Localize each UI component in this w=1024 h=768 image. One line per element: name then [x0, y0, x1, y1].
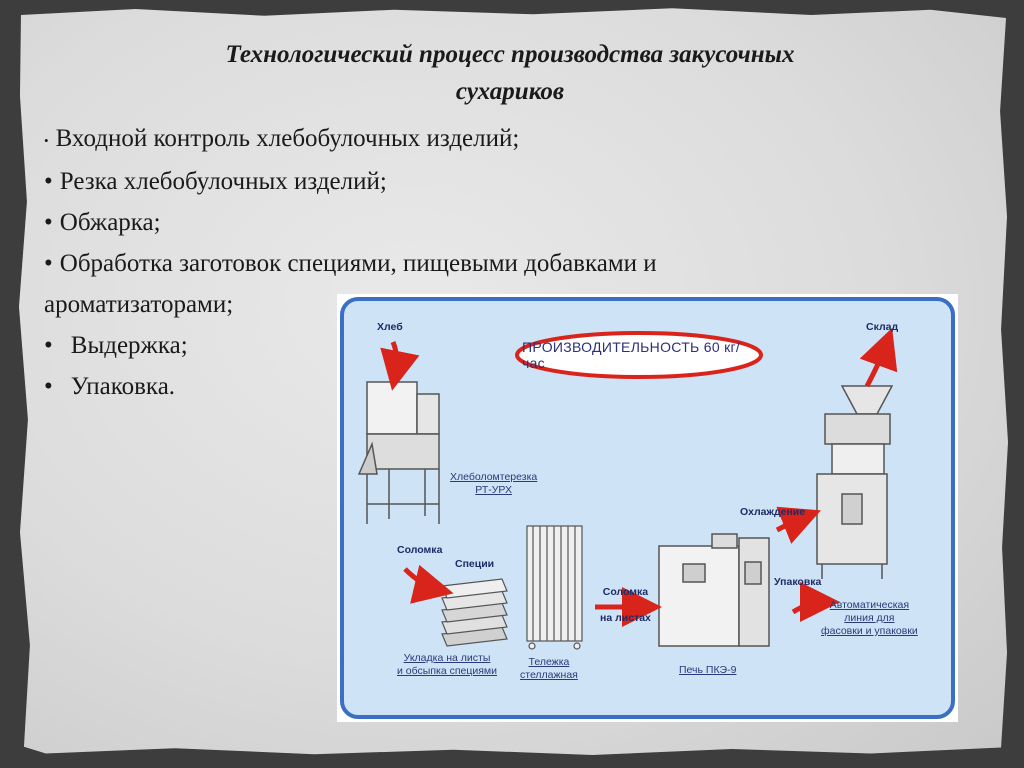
step-cutting: •Резка хлебобулочных изделий; [44, 161, 944, 202]
label-auto-line1: Автоматическая [829, 599, 910, 611]
label-straw-sheets-line1: Соломка [602, 586, 649, 598]
step-seasoning: •Обработка заготовок специями, пищевыми … [44, 243, 944, 284]
label-cart-line2: стеллажная [520, 669, 578, 681]
packing-machine-icon [816, 385, 894, 579]
oven-icon [658, 533, 770, 647]
label-cart-line1: Тележка [528, 656, 570, 668]
rack-cart-icon [526, 525, 583, 650]
step-text: Выдержка; [70, 331, 188, 359]
arrow-bread-in [380, 341, 420, 391]
label-straw-sheets-line2: на листах [600, 612, 651, 624]
bullet-dot: • [44, 249, 53, 277]
label-slicer-line1: Хлеболомтерезка [450, 471, 538, 483]
production-line-diagram: ПРОИЗВОДИТЕЛЬНОСТЬ 60 кг/час Хлеб Склад … [337, 294, 958, 722]
label-bread: Хлеб [377, 321, 403, 333]
flow-arrows [380, 327, 898, 627]
label-packing: Упаковка [774, 576, 822, 588]
label-spices: Специи [455, 558, 495, 570]
bullet-dot: • [44, 167, 53, 195]
step-text: Упаковка. [70, 372, 176, 400]
label-oven: Печь ПКЭ-9 [679, 664, 737, 676]
slicer-machine-icon [357, 381, 440, 524]
step-text: Обработка заготовок специями, пищевыми д… [59, 249, 657, 277]
step-text: ароматизаторами; [44, 290, 234, 318]
label-straw-on-sheets: Соломка на листах [600, 586, 651, 625]
step-text: Входной контроль хлебобулочных изделий; [55, 125, 520, 152]
label-auto-line: Автоматическая линия для фасовки и упако… [821, 599, 918, 638]
slide-title: Технологический процесс производства зак… [110, 36, 910, 110]
label-auto-line3: фасовки и упаковки [821, 625, 918, 637]
sheet-stack-icon [441, 578, 508, 647]
label-cart: Тележка стеллажная [520, 656, 578, 682]
bullet-dot: • [44, 208, 53, 236]
label-laying: Укладка на листы и обсыпка специями [397, 652, 497, 678]
label-laying-line1: Укладка на листы [403, 652, 491, 664]
step-roasting: •Обжарка; [44, 202, 944, 243]
process-steps-list: •Входной контроль хлебобулочных изделий;… [44, 118, 944, 407]
label-warehouse: Склад [866, 321, 899, 333]
label-straw: Соломка [397, 544, 443, 556]
step-text: Обжарка; [59, 208, 161, 236]
step-aging: • Выдержка; [44, 325, 944, 366]
label-auto-line2: линия для [844, 612, 895, 624]
bullet-dot: • [44, 372, 53, 400]
arrow-packing [791, 582, 840, 623]
arrow-straw [403, 564, 454, 604]
label-slicer-line2: РТ-УРХ [475, 484, 512, 496]
bullet-dot: • [44, 132, 49, 148]
arrow-to-warehouse [859, 327, 898, 388]
title-line-2: сухариков [455, 78, 565, 105]
productivity-ellipse [515, 331, 763, 379]
arrow-cooling [775, 506, 821, 544]
step-input-control: • Входной контроль хлебобулочных изделий; [44, 118, 944, 161]
bullet-dot: • [44, 331, 53, 359]
step-text: Резка хлебобулочных изделий; [59, 167, 387, 195]
label-laying-line2: и обсыпка специями [397, 665, 498, 677]
diagram-graphics [340, 297, 955, 719]
label-slicer: Хлеболомтерезка РТ-УРХ [450, 471, 537, 497]
step-seasoning-cont: ароматизаторами; [44, 284, 944, 325]
title-line-1: Технологический процесс производства зак… [225, 41, 795, 68]
step-packing: • Упаковка. [44, 366, 944, 407]
productivity-label: ПРОИЗВОДИТЕЛЬНОСТЬ 60 кг/час [522, 339, 741, 371]
label-cooling: Охлаждение [740, 506, 806, 518]
